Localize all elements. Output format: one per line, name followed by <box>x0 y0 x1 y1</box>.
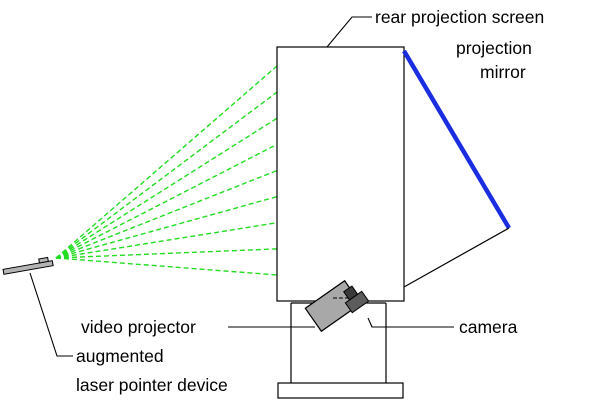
device-label-line1: augmented <box>76 346 164 366</box>
camera-leader <box>367 317 454 328</box>
camera <box>343 285 370 314</box>
mirror-label-line2: mirror <box>480 62 526 82</box>
rear-projection-screen <box>276 46 405 302</box>
laser-beam <box>55 257 278 276</box>
stand-base <box>277 382 404 399</box>
pointer-body <box>2 260 54 275</box>
projection-mirror <box>402 49 511 230</box>
laser-beam <box>55 248 278 259</box>
laser-pointer-device <box>2 256 54 275</box>
laser-beam <box>55 169 278 259</box>
projector-label: video projector <box>81 317 196 337</box>
mirror-to-projector-line <box>403 227 510 288</box>
device-label-line2: laser pointer device <box>76 375 228 395</box>
laser-beam <box>55 195 278 259</box>
device-leader <box>29 272 73 357</box>
leader-lines <box>29 16 454 357</box>
laser-beam <box>55 117 278 259</box>
camera-lens <box>343 285 359 301</box>
laser-beam <box>55 222 278 259</box>
laser-beams <box>55 65 278 276</box>
laser-beam <box>55 143 278 259</box>
camera-label: camera <box>459 317 518 337</box>
pointer-button <box>38 256 49 264</box>
screen-leader <box>326 16 372 48</box>
screen-label: rear projection screen <box>375 7 544 27</box>
mirror-label-line1: projection <box>456 38 532 58</box>
laser-beam <box>55 65 278 259</box>
laser-beam <box>55 91 278 259</box>
